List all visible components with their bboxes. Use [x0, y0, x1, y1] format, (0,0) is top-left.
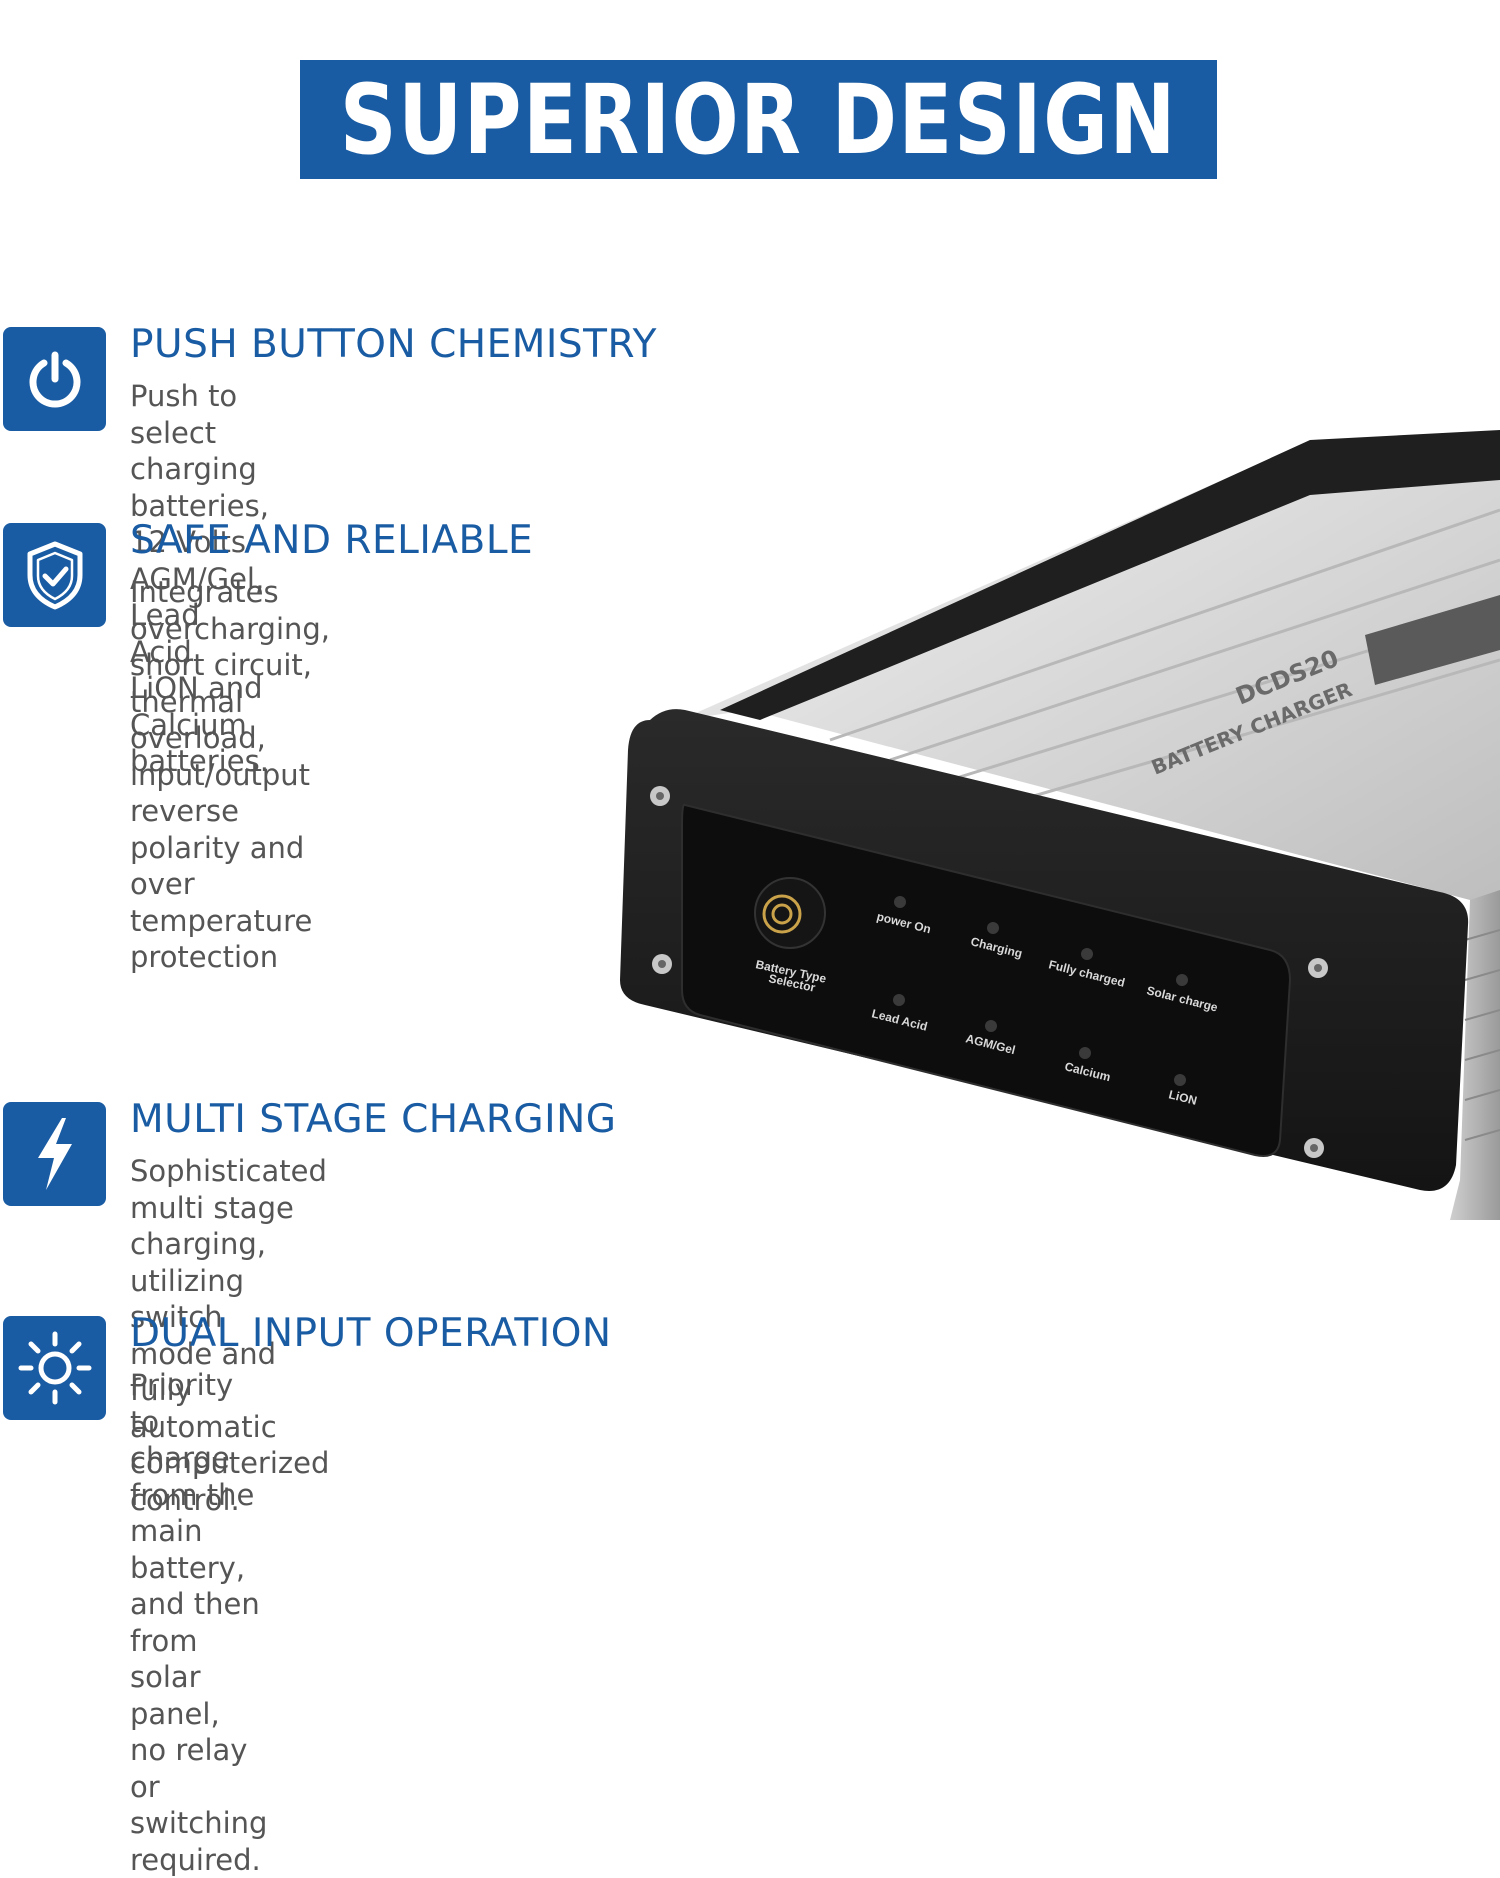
feature-description: Integrates overcharging, short circuit, … [130, 575, 331, 974]
shield-check-icon [3, 523, 106, 627]
power-icon [3, 327, 106, 431]
feature-title: SAFE AND RELIABLE [130, 518, 534, 563]
battery-type-selector-button[interactable] [754, 877, 826, 949]
charger-top-surface [680, 430, 1500, 920]
lightning-icon [3, 1102, 106, 1206]
feature-description: Push to select charging batteries, 12 Vo… [130, 379, 269, 778]
feature-title: DUAL INPUT OPERATION [130, 1311, 612, 1356]
indicator-label: LiON [1167, 1087, 1198, 1108]
title-banner: SUPERIOR DESIGN [300, 60, 1217, 179]
feature-title: PUSH BUTTON CHEMISTRY [130, 322, 657, 367]
front-end-cap [620, 709, 1469, 1191]
charger-side-fins [1450, 890, 1500, 1220]
battery-charger-device: DCDS20 BATTERY CHARGER [590, 420, 1500, 1220]
indicator-led [893, 896, 1188, 1086]
page-title: SUPERIOR DESIGN [339, 63, 1178, 176]
sun-icon [3, 1316, 106, 1420]
screw-icon [650, 786, 1328, 1158]
feature-description: Priority to charge from the main battery… [130, 1368, 268, 1877]
feature-title: MULTI STAGE CHARGING [130, 1097, 617, 1142]
